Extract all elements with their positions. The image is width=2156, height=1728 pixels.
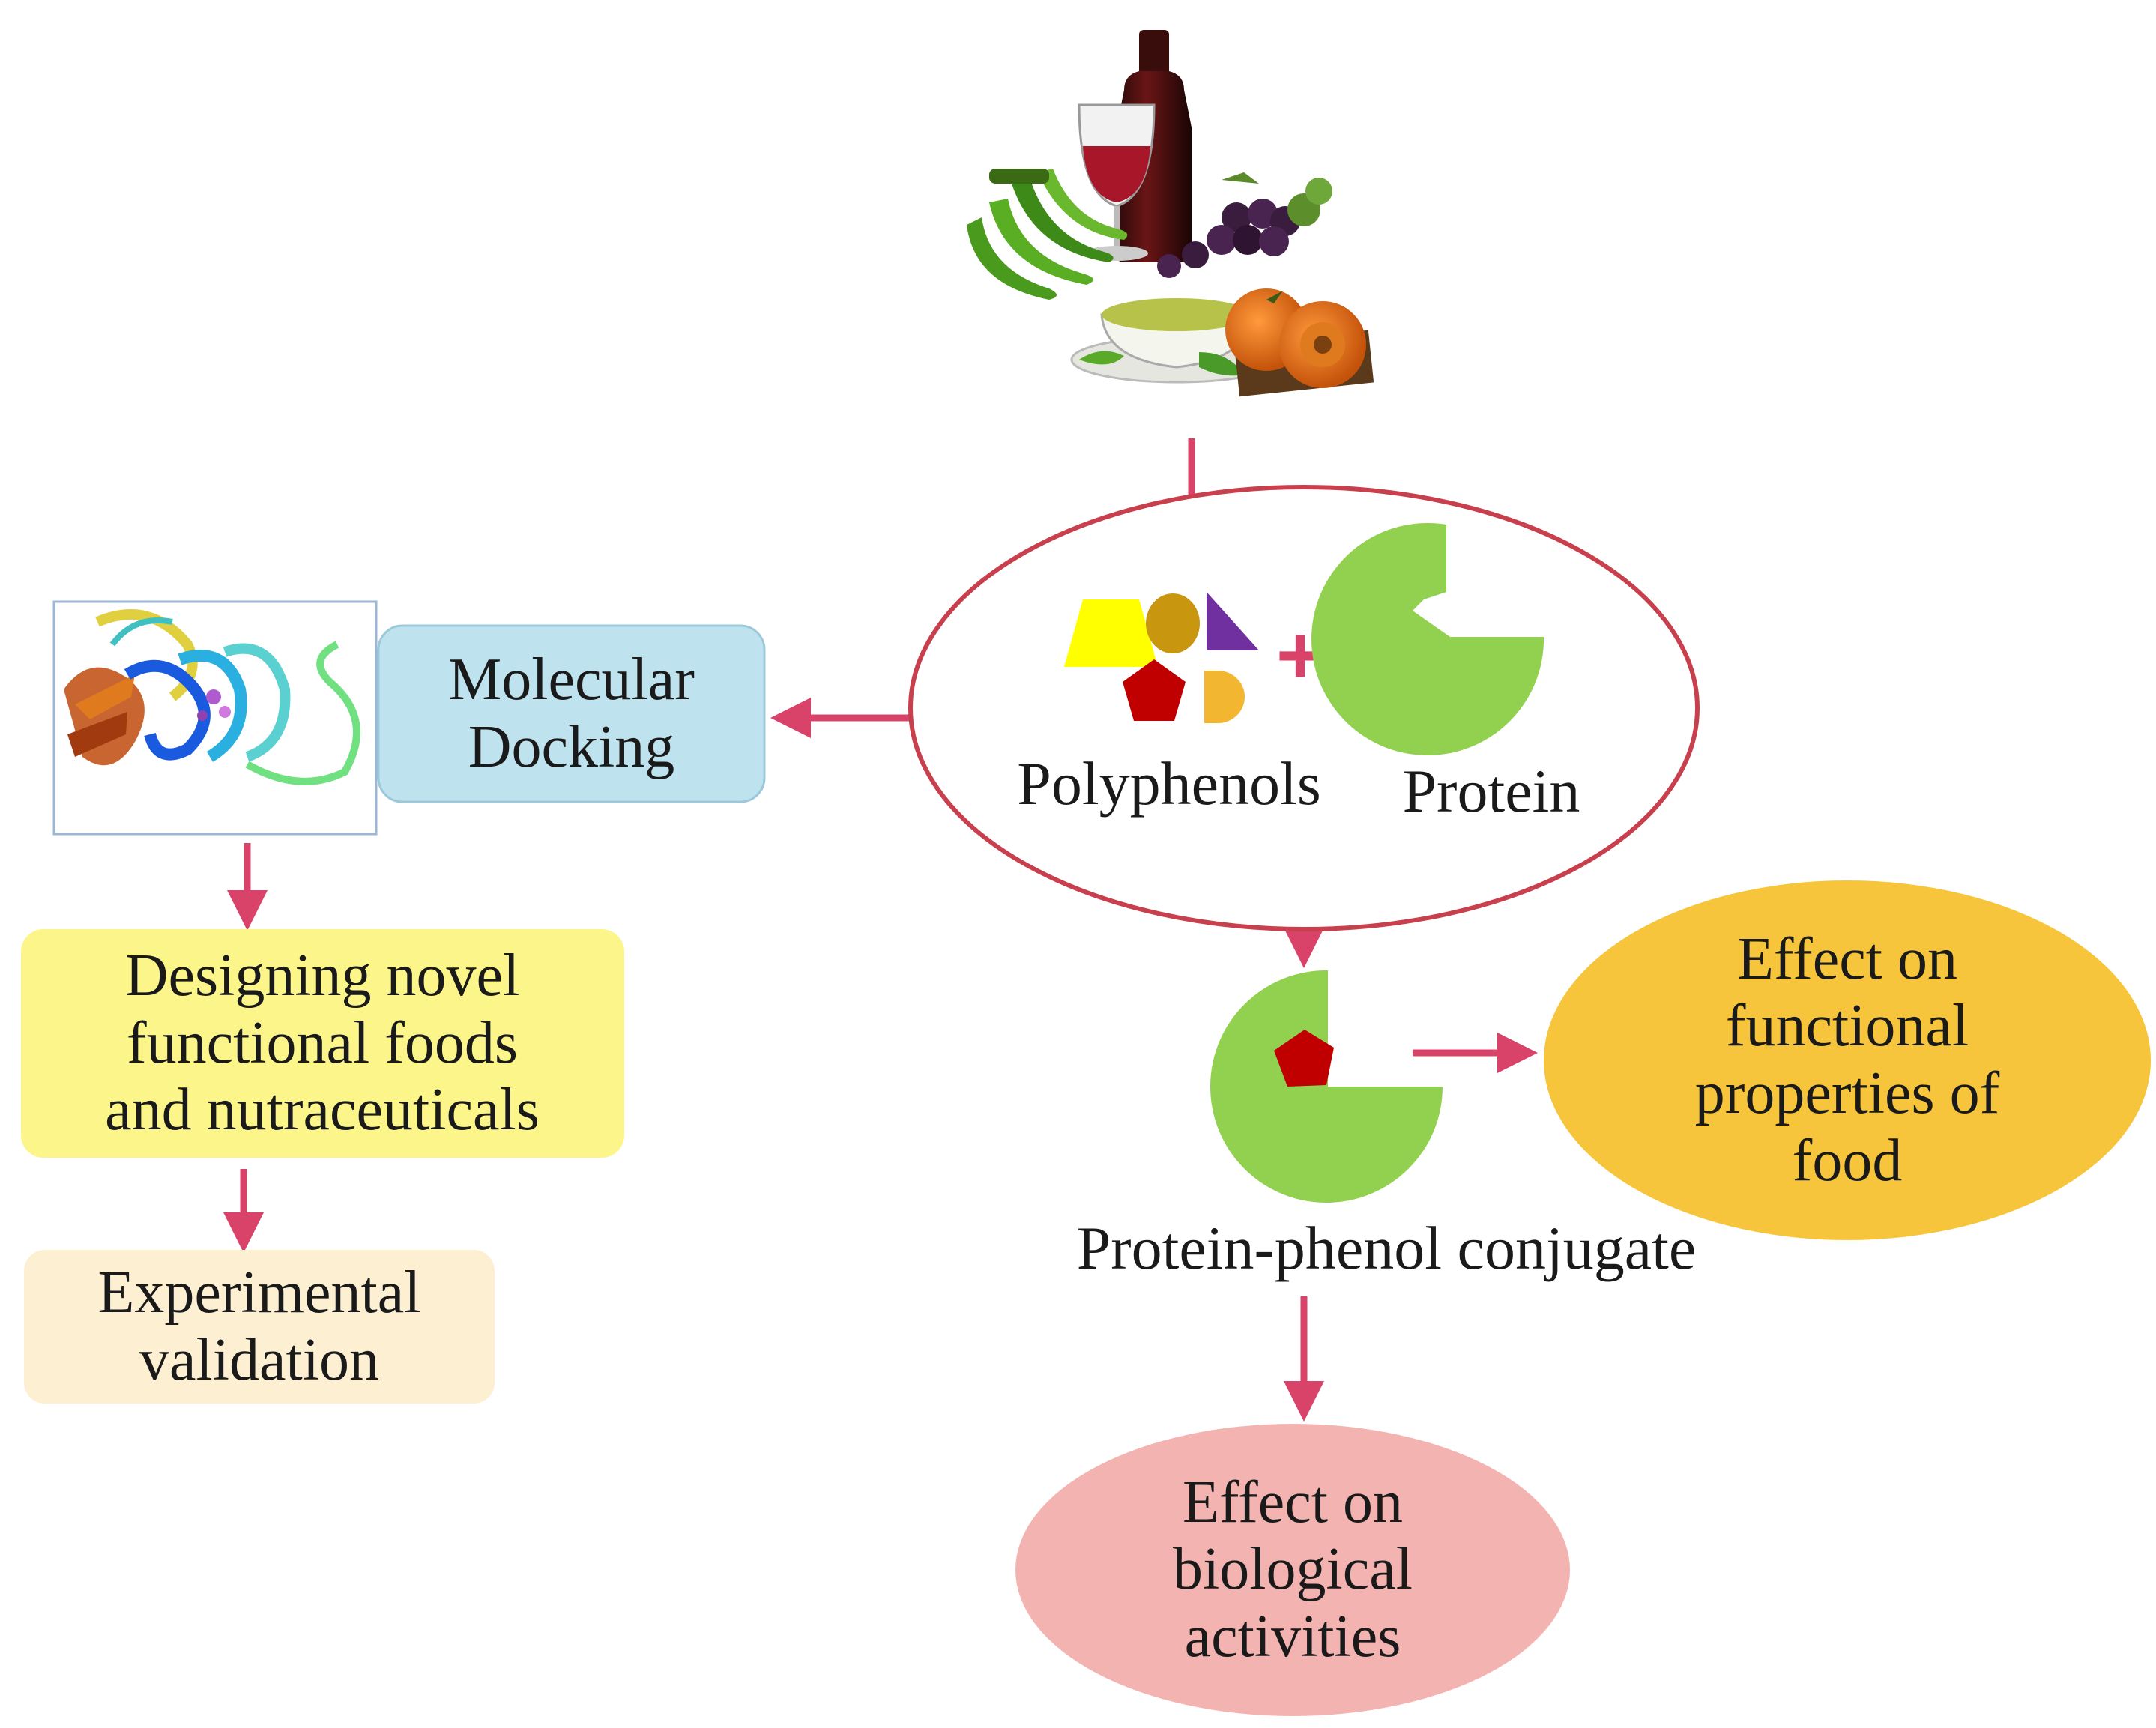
protein-structure-image: [52, 600, 378, 836]
validation-label: Experimental validation: [26, 1253, 492, 1401]
half-circle-shape: [1204, 671, 1245, 723]
pentagon-shape: [1123, 659, 1186, 721]
trapezoid-shape: [1064, 599, 1158, 667]
bananas-icon: [967, 169, 1128, 300]
functional-line-3: properties of: [1694, 1060, 2000, 1126]
triangle-shape: [1207, 592, 1259, 650]
validation-line-2: validation: [139, 1327, 379, 1393]
validation-line-1: Experimental: [97, 1260, 421, 1326]
functional-line-1: Effect on: [1737, 925, 1957, 992]
polyphenols-label: Polyphenols: [1017, 749, 1321, 818]
functional-line-2: functional: [1725, 993, 1969, 1060]
biological-line-2: biological: [1173, 1536, 1413, 1603]
docking-box: [377, 624, 766, 803]
protein-label: Protein: [1402, 757, 1580, 825]
docking-line-1: Molecular: [448, 646, 695, 713]
functional-line-4: food: [1792, 1127, 1903, 1194]
docking-line-2: Docking: [468, 713, 675, 780]
functional-ellipse: [1544, 880, 2151, 1240]
protein-shape: [1311, 522, 1544, 755]
conjugate-protein-shape: [1210, 970, 1443, 1203]
biological-line-1: Effect on: [1183, 1469, 1403, 1535]
conjugate-label: Protein-phenol conjugate: [1076, 1214, 1697, 1282]
food-sources-image: [967, 30, 1374, 397]
polyphenol-shapes: [1064, 592, 1259, 723]
biological-ellipse: [1015, 1424, 1570, 1716]
persimmons-icon: [1225, 288, 1374, 397]
validation-box: [24, 1250, 495, 1404]
designing-line-3: and nutraceuticals: [105, 1077, 540, 1144]
designing-label: Designing novel functional foods and nut…: [22, 933, 622, 1154]
wine-glass-icon: [1078, 103, 1156, 261]
conjugate-pentagon-shape: [1274, 1030, 1334, 1087]
biological-line-3: activities: [1184, 1603, 1401, 1670]
circle-shape: [1146, 593, 1200, 653]
designing-box: [21, 929, 624, 1158]
center-ellipse: [908, 485, 1700, 931]
designing-line-2: functional foods: [126, 1009, 519, 1076]
functional-label: Effect on functional properties of food: [1604, 895, 2091, 1225]
biological-label: Effect on biological activities: [1045, 1446, 1540, 1694]
docking-label: Molecular Docking: [382, 629, 761, 798]
designing-line-1: Designing novel: [124, 943, 520, 1009]
grapes-icon: [1157, 172, 1332, 278]
